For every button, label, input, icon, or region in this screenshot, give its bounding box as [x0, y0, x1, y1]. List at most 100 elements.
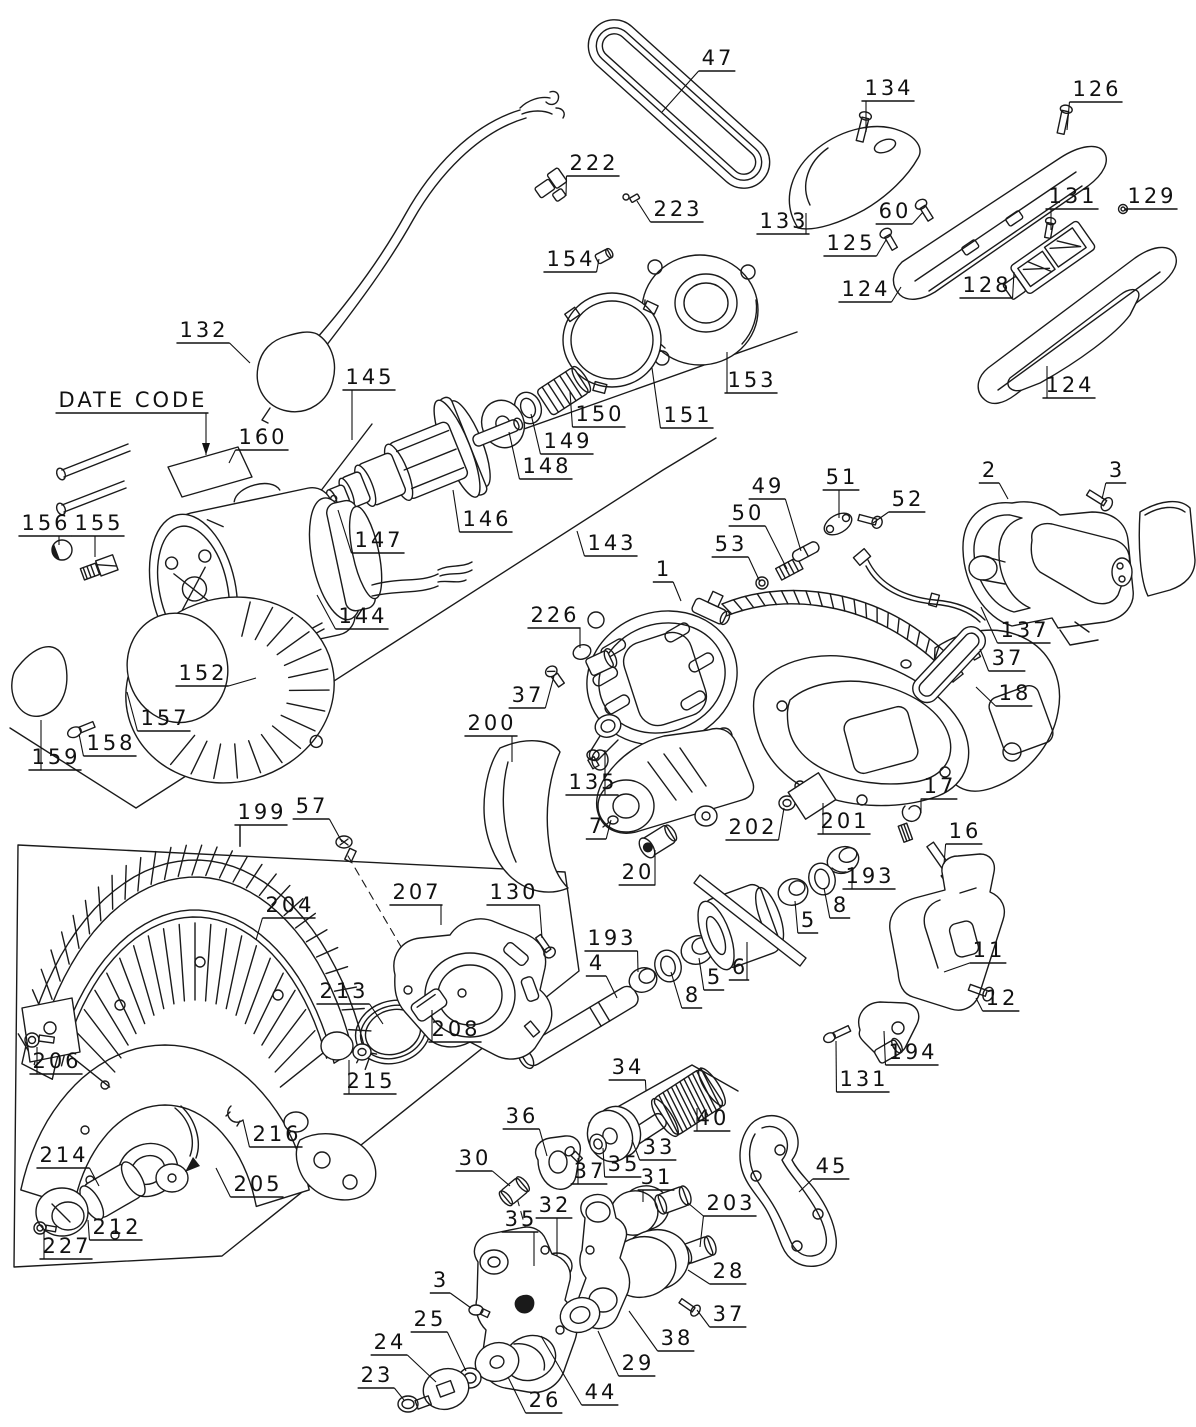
svg-text:4: 4 [589, 951, 605, 975]
callout-date-code: DATE CODE [55, 388, 210, 455]
cylinder-214 [79, 1161, 146, 1221]
callout-144: 144 [316, 594, 389, 630]
date-code-sticker [167, 446, 253, 498]
svg-text:213: 213 [319, 979, 368, 1003]
callout-201: 201 [817, 803, 871, 835]
svg-text:145: 145 [345, 365, 394, 389]
callout-11: 11 [943, 938, 1007, 973]
svg-text:3: 3 [433, 1268, 449, 1292]
callout-200: 200 [464, 711, 518, 762]
callout-37: 37 [979, 646, 1026, 672]
svg-text:12: 12 [986, 986, 1019, 1010]
callout-125: 125 [823, 231, 887, 257]
callout-50: 50 [728, 501, 788, 570]
callout-51: 51 [822, 465, 860, 518]
svg-text:37: 37 [574, 1159, 607, 1183]
svg-text:202: 202 [728, 815, 777, 839]
wire-clamp-135 [586, 714, 622, 770]
callout-149: 149 [530, 413, 594, 455]
gasket-45 [739, 1114, 837, 1267]
drive-belt [587, 19, 771, 189]
switch-128 [1002, 220, 1096, 300]
svg-text:124: 124 [841, 277, 890, 301]
callout-130: 130 [486, 880, 543, 939]
svg-text:203: 203 [706, 1191, 755, 1215]
svg-text:201: 201 [820, 809, 869, 833]
svg-text:137: 137 [1000, 618, 1049, 642]
svg-text:44: 44 [585, 1380, 618, 1404]
lockoff-cluster [755, 512, 883, 590]
svg-text:53: 53 [715, 532, 748, 556]
svg-text:134: 134 [864, 76, 913, 100]
callout-153: 153 [724, 352, 778, 394]
svg-text:215: 215 [346, 1069, 395, 1093]
svg-text:159: 159 [31, 745, 80, 769]
callout-47: 47 [661, 46, 736, 113]
callout-53: 53 [711, 532, 761, 583]
callout-38: 38 [628, 1310, 695, 1352]
callout-8: 8 [823, 887, 851, 919]
svg-text:155: 155 [74, 511, 123, 535]
screw-37-mid [564, 1146, 584, 1164]
spacer-29 [559, 1296, 601, 1334]
svg-text:17: 17 [924, 774, 957, 798]
callout-1: 1 [652, 557, 682, 602]
svg-text:207: 207 [392, 880, 441, 904]
svg-text:208: 208 [431, 1017, 480, 1041]
pin-7 [602, 815, 619, 828]
shaft-4 [517, 985, 639, 1070]
callout-24: 24 [370, 1330, 437, 1383]
callout-12: 12 [975, 986, 1020, 1012]
svg-text:11: 11 [973, 938, 1006, 962]
svg-text:200: 200 [467, 711, 516, 735]
callout-202: 202 [725, 807, 785, 841]
svg-text:124: 124 [1045, 373, 1094, 397]
screw-158 [66, 720, 96, 739]
svg-text:37: 37 [713, 1302, 746, 1326]
screw-130 [534, 933, 556, 959]
callout-143: 143 [576, 530, 638, 557]
gear-31 [594, 1185, 670, 1245]
callout-226: 226 [527, 603, 581, 648]
svg-text:158: 158 [86, 731, 135, 755]
svg-text:148: 148 [522, 454, 571, 478]
svg-text:5: 5 [707, 965, 723, 989]
pulley-212 [35, 1187, 89, 1237]
callout-5: 5 [794, 900, 819, 934]
svg-text:193: 193 [587, 926, 636, 950]
callout-155: 155 [71, 511, 125, 557]
pin-154 [594, 247, 614, 265]
svg-text:156: 156 [21, 511, 70, 535]
svg-text:23: 23 [361, 1363, 394, 1387]
svg-text:152: 152 [178, 661, 227, 685]
callout-4: 4 [585, 951, 618, 999]
callout-146: 146 [452, 489, 513, 533]
callout-131: 131 [1045, 184, 1099, 230]
callout-137: 137 [980, 606, 1051, 644]
callout-7: 7 [585, 814, 612, 840]
svg-text:130: 130 [489, 880, 538, 904]
callout-213: 213 [316, 979, 384, 1025]
handle-half-upper-124 [892, 145, 1107, 300]
callout-194: 194 [883, 1030, 939, 1066]
callout-124: 124 [1042, 366, 1096, 399]
lever-194 [858, 1001, 920, 1064]
callout-199: 199 [234, 800, 288, 847]
callout-128: 128 [959, 271, 1015, 299]
callout-60: 60 [875, 199, 924, 225]
callout-132: 132 [176, 318, 251, 364]
svg-text:20: 20 [622, 860, 655, 884]
svg-text:38: 38 [661, 1326, 694, 1350]
svg-text:1: 1 [656, 557, 672, 581]
callout-36: 36 [502, 1104, 548, 1157]
screw-57 [335, 835, 357, 863]
clip-17 [897, 805, 922, 843]
baffle-pad-159 [11, 646, 68, 717]
callout-135: 135 [565, 750, 619, 796]
retaining-ring-216 [225, 1105, 244, 1127]
key-208 [410, 988, 448, 1022]
svg-text:126: 126 [1072, 77, 1121, 101]
callout-204: 204 [255, 893, 316, 941]
svg-text:6: 6 [732, 955, 748, 979]
